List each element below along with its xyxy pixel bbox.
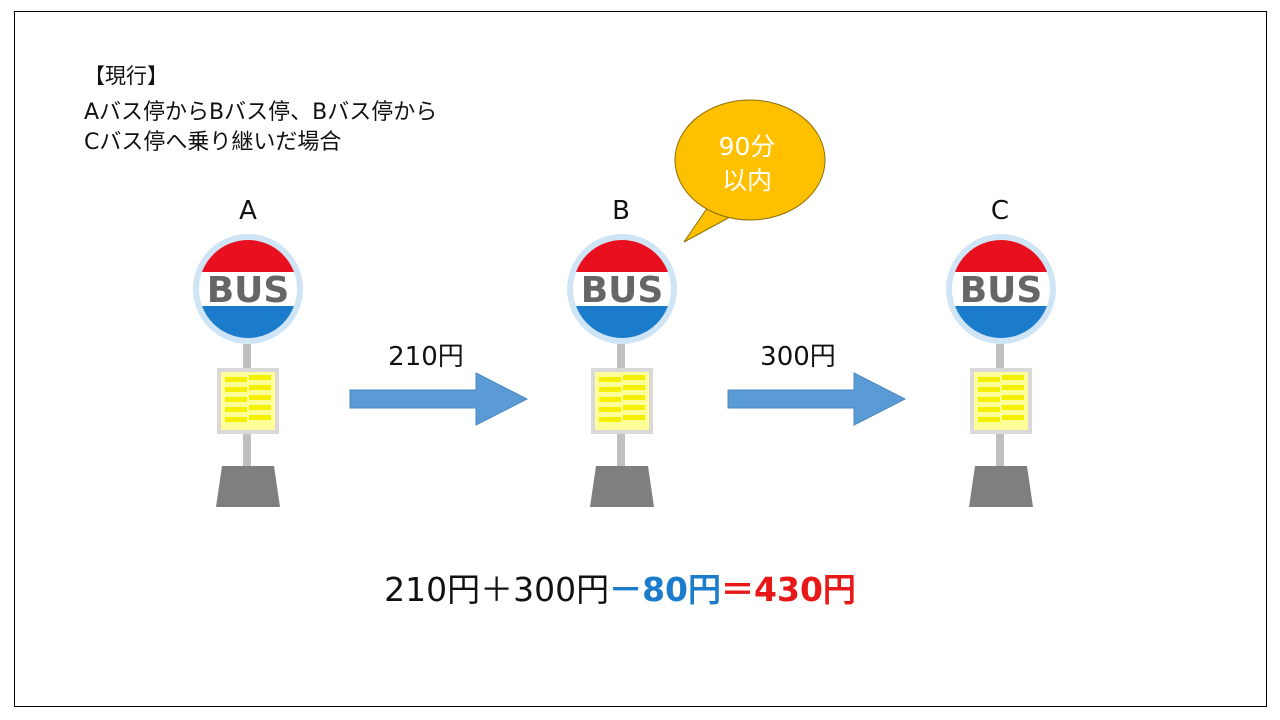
time-limit-bubble-icon xyxy=(674,99,826,243)
bus-sign-text-c: BUS xyxy=(960,270,1043,311)
bubble-line-1: 90分 xyxy=(718,132,776,161)
bus-stop-b-icon: BUS xyxy=(567,234,677,507)
formula-total: ＝430円 xyxy=(721,570,856,609)
arrow-a-to-b-icon xyxy=(349,372,529,426)
heading: 【現行】 xyxy=(84,64,168,88)
description-line-2: Cバス停へ乗り継いだ場合 xyxy=(84,130,342,155)
bus-sign-text-b: BUS xyxy=(581,270,664,311)
fare-formula: 210円＋300円－80円＝430円 xyxy=(340,563,900,611)
slide-frame xyxy=(14,11,1267,707)
stop-label-a: A xyxy=(239,196,257,226)
description-line-1: Aバス停からBバス停、Bバス停から xyxy=(84,100,438,125)
formula-base: 210円＋300円 xyxy=(384,570,610,609)
bus-stop-a-icon: BUS xyxy=(193,234,303,507)
formula-discount: －80円 xyxy=(609,570,722,609)
bus-stop-c-icon: BUS xyxy=(946,234,1056,507)
description: Aバス停からBバス停、Bバス停から Cバス停へ乗り継いだ場合 xyxy=(84,98,437,158)
bus-sign-text-a: BUS xyxy=(207,270,290,311)
stop-label-b: B xyxy=(612,196,630,226)
bubble-line-2: 以内 xyxy=(721,166,772,195)
stop-label-c: C xyxy=(990,196,1010,226)
arrow-b-to-c-icon xyxy=(727,372,907,426)
fare-b-to-c: 300円 xyxy=(760,342,836,372)
fare-a-to-b: 210円 xyxy=(388,342,464,372)
time-limit-text: 90分 以内 xyxy=(676,130,818,198)
